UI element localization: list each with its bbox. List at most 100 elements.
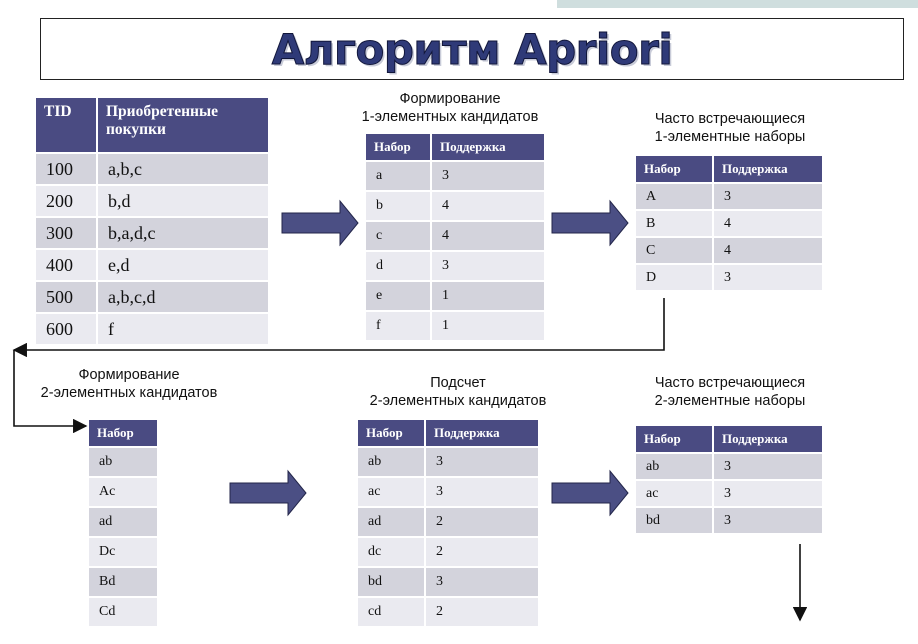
caption-c1: Формирование 1-элементных кандидатов [330, 90, 570, 126]
table-cell: 100 [36, 154, 98, 184]
table-cell: ab [636, 454, 714, 479]
column-header: Поддержка [714, 426, 822, 452]
table-row: Cd [89, 598, 157, 626]
column-header: Поддержка [426, 420, 538, 446]
table-cell: 3 [432, 252, 544, 280]
table-cell: 2 [426, 598, 538, 626]
column-header: Набор [89, 420, 157, 446]
column-header: Приобретенные покупки [98, 98, 268, 152]
table-cell: f [98, 314, 268, 344]
table-cell: 3 [714, 184, 822, 209]
table-cell: e [366, 282, 432, 310]
table-cell: 200 [36, 186, 98, 216]
column-header: Набор [636, 426, 714, 452]
table-cell: a,b,c,d [98, 282, 268, 312]
table-row: Bd [89, 568, 157, 596]
block-arrow-2 [551, 199, 629, 247]
table-cell: 300 [36, 218, 98, 248]
table-cell: a [366, 162, 432, 190]
table-row: Dc [89, 538, 157, 566]
connector-l1-to-c2-top [12, 298, 665, 358]
table-cell: b,d [98, 186, 268, 216]
table-cell: e,d [98, 250, 268, 280]
table-cell: 4 [432, 192, 544, 220]
caption-c1-line1: Формирование [399, 91, 501, 107]
table-cell: 400 [36, 250, 98, 280]
table-cell: 3 [426, 478, 538, 506]
table-cell: 2 [426, 538, 538, 566]
table-cell: 1 [432, 282, 544, 310]
caption-count2-line1: Подсчет [430, 375, 486, 391]
table-cell: bd [358, 568, 426, 596]
caption-c2: Формирование 2-элементных кандидатов [14, 366, 244, 402]
table-cell: 3 [426, 568, 538, 596]
table-cell: c [366, 222, 432, 250]
table-cell: ab [358, 448, 426, 476]
table-cell: 3 [714, 508, 822, 533]
column-header: TID [36, 98, 98, 152]
caption-count2-line2: 2-элементных кандидатов [369, 393, 547, 409]
table-cell: ac [636, 481, 714, 506]
connector-l1-to-c2-bottom [13, 350, 88, 434]
table-cell: bd [636, 508, 714, 533]
caption-l2: Часто встречающиеся 2-элементные наборы [620, 374, 840, 410]
caption-c2-line2: 2-элементных кандидатов [40, 385, 218, 401]
table-cell: 3 [432, 162, 544, 190]
table-cell: 4 [714, 238, 822, 263]
caption-l2-line1: Часто встречающиеся [654, 375, 806, 391]
column-header: Набор [366, 134, 432, 160]
table-cell: 500 [36, 282, 98, 312]
caption-l1: Часто встречающиеся 1-элементные наборы [620, 110, 840, 146]
table-cell: 4 [714, 211, 822, 236]
table-cell: cd [358, 598, 426, 626]
block-arrow-4 [551, 469, 629, 517]
column-header: Поддержка [432, 134, 544, 160]
table-cell: 3 [714, 265, 822, 290]
table-cell: a,b,c [98, 154, 268, 184]
caption-c1-line2: 1-элементных кандидатов [361, 109, 539, 125]
table-cell: ad [358, 508, 426, 536]
table-cell: 4 [432, 222, 544, 250]
title-box: Алгоритм Apriori [40, 18, 904, 80]
caption-l1-line2: 1-элементные наборы [654, 129, 806, 145]
column-header: Набор [636, 156, 714, 182]
table-cell: ac [358, 478, 426, 506]
table-cell: B [636, 211, 714, 236]
table-cell: Bd [89, 568, 157, 596]
table-cell: 3 [714, 454, 822, 479]
table-cell: ad [89, 508, 157, 536]
table-header-row: Набор [89, 420, 157, 446]
block-arrow-3 [229, 469, 307, 517]
page-title: Алгоритм Apriori [271, 24, 673, 74]
caption-c2-line1: Формирование [78, 367, 180, 383]
table-cell: f [366, 312, 432, 340]
table-cell: d [366, 252, 432, 280]
table-cell: 3 [714, 481, 822, 506]
table-cell: D [636, 265, 714, 290]
table-row: Ac [89, 478, 157, 506]
table-cell: 2 [426, 508, 538, 536]
table-cell: dc [358, 538, 426, 566]
table-row: ad [89, 508, 157, 536]
